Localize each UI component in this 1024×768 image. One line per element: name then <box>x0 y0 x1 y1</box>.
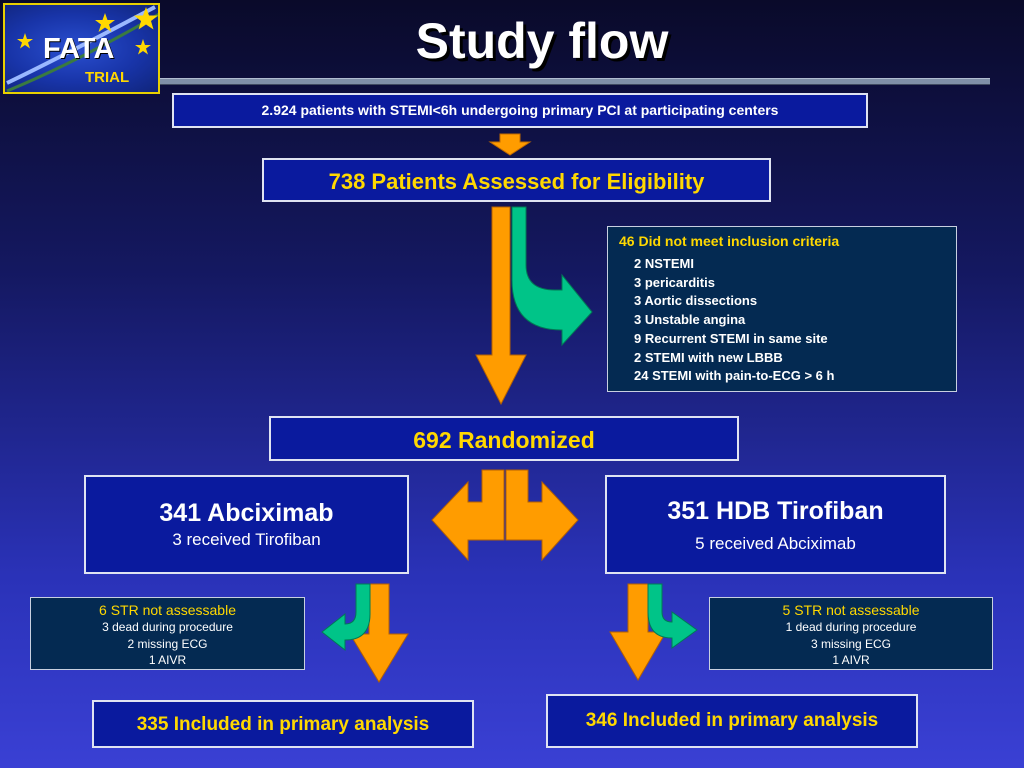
str-right-line: 1 dead during procedure <box>785 620 917 634</box>
star-icon <box>134 7 158 30</box>
excluded-item: 3 pericarditis <box>634 274 715 290</box>
arrow-down-small <box>488 133 532 156</box>
eligibility-box: 738 Patients Assessed for Eligibility <box>262 158 771 202</box>
str-left-heading: 6 STR not assessable <box>99 602 236 618</box>
excluded-item: 3 Unstable angina <box>634 312 746 328</box>
excluded-box: 46 Did not meet inclusion criteria 2 NST… <box>607 226 957 392</box>
str-left-line: 2 missing ECG <box>127 636 208 651</box>
str-right-heading: 5 STR not assessable <box>782 602 920 618</box>
arrow-curve-left-str <box>321 583 371 652</box>
arrow-down-left <box>349 583 409 683</box>
included-left-box: 335 Included in primary analysis <box>92 700 474 748</box>
source-population-text: 2.924 patients with STEMI<6h undergoing … <box>261 102 779 118</box>
eligibility-text: 738 Patients Assessed for Eligibility <box>328 169 705 194</box>
title-divider <box>160 78 990 85</box>
str-right-line: 3 missing ECG <box>810 636 892 651</box>
logo-graphic <box>6 5 158 92</box>
arrow-down-eligibility <box>475 206 527 406</box>
arm-tirofiban-box: 351 HDB Tirofiban 5 received Abciximab <box>605 475 946 574</box>
excluded-item: 2 NSTEMI <box>634 256 694 271</box>
arm-abciximab-title: 341 Abciximab <box>159 499 334 527</box>
included-right-text: 346 Included in primary analysis <box>585 710 879 731</box>
arrow-curve-excluded <box>511 206 593 347</box>
included-left-text: 335 Included in primary analysis <box>136 714 430 735</box>
randomized-box: 692 Randomized <box>269 416 739 461</box>
str-right-line: 1 AIVR <box>832 653 870 667</box>
fata-trial-logo: FATA TRIAL <box>3 3 160 94</box>
excluded-item: 24 STEMI with pain-to-ECG > 6 h <box>634 368 835 384</box>
arrow-split-right <box>505 469 579 562</box>
str-right-box: 5 STR not assessable 1 dead during proce… <box>709 597 993 670</box>
source-population-box: 2.924 patients with STEMI<6h undergoing … <box>172 93 868 128</box>
arm-tirofiban-title: 351 HDB Tirofiban <box>667 497 884 525</box>
excluded-heading: 46 Did not meet inclusion criteria <box>619 233 840 249</box>
page-title: Study flow <box>415 13 669 69</box>
excluded-item: 3 Aortic dissections <box>634 293 758 309</box>
logo-name: FATA <box>43 33 115 65</box>
randomized-text: 692 Randomized <box>413 427 595 453</box>
star-icon <box>95 13 115 32</box>
included-right-box: 346 Included in primary analysis <box>546 694 918 748</box>
arm-abciximab-sub: 3 received Tirofiban <box>172 530 321 549</box>
logo-sub: TRIAL <box>85 69 130 86</box>
arm-abciximab-box: 341 Abciximab 3 received Tirofiban <box>84 475 409 574</box>
arrow-split-left <box>431 469 505 562</box>
str-left-line: 3 dead during procedure <box>102 620 233 634</box>
star-icon <box>17 33 33 49</box>
excluded-item: 2 STEMI with new LBBB <box>634 349 783 365</box>
str-left-line: 1 AIVR <box>148 653 187 667</box>
arrow-curve-right-str <box>647 583 698 649</box>
excluded-item: 9 Recurrent STEMI in same site <box>634 330 828 346</box>
arm-tirofiban-sub: 5 received Abciximab <box>695 534 856 553</box>
str-left-box: 6 STR not assessable 3 dead during proce… <box>30 597 305 670</box>
star-icon <box>135 39 151 55</box>
